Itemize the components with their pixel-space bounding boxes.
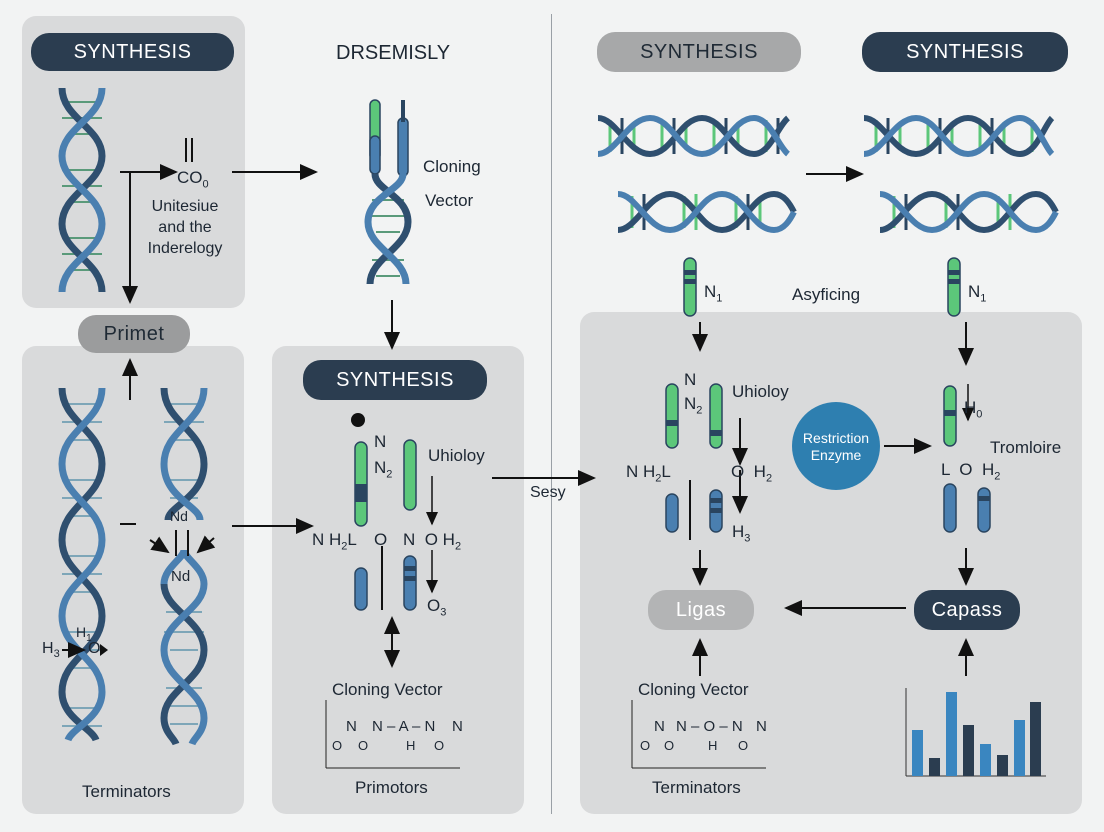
synthesis-pill-center: SYNTHESIS (303, 360, 487, 400)
h3-label: H3 (42, 640, 60, 661)
section-divider (551, 14, 552, 814)
chem-main-right: N – O – N (676, 718, 743, 735)
cleavage-marks (120, 523, 216, 556)
chem-main-left: N – A – N (372, 718, 436, 735)
terminators-left: Terminators (82, 782, 171, 801)
cloning-label: Cloning (423, 157, 481, 176)
dna-helix-bottom-left-b (160, 387, 208, 746)
cloning-vector-right: Cloning Vector (638, 680, 749, 699)
o-label-left: O (88, 640, 101, 657)
dna-helix-right-a1 (597, 114, 791, 158)
n1-right-a: N1 (704, 282, 723, 305)
h0-right: H0 (964, 398, 983, 421)
uhioloy-right: Uhioloy (732, 382, 789, 401)
restriction-enzyme-circle (792, 402, 880, 490)
dna-helix-right-a2 (617, 190, 797, 234)
right-strands-b (943, 384, 991, 533)
center-strands (351, 413, 438, 611)
chem-n-right-b: N (756, 718, 767, 735)
o-h2-right: O H2 (731, 462, 773, 485)
primotors-label: Primotors (355, 778, 428, 797)
tromloire-label: Tromloire (990, 438, 1062, 457)
nh2l-right: N H2L (626, 462, 671, 485)
synthesis-pill-top-left: SYNTHESIS (31, 33, 234, 71)
asyficing-label: Asyficing (792, 285, 861, 304)
n1-right-b: N1 (968, 282, 987, 305)
synthesis-pill-right-a: SYNTHESIS (597, 32, 801, 72)
n2-label-right: N2 (684, 394, 703, 417)
synthesis-pill-right-b: SYNTHESIS (862, 32, 1068, 72)
o3-center: O3 (427, 596, 447, 619)
restriction-enzyme-label: Restriction Enzyme (802, 430, 870, 463)
chem-n-left-b: N (452, 718, 463, 735)
chem-o1-right: O (640, 738, 651, 753)
cloning-vector-helix (364, 99, 412, 285)
cloning-vector-left: Cloning Vector (332, 680, 443, 699)
chem-n-right-a: N (654, 718, 665, 735)
h3-right: H3 (732, 522, 751, 545)
right-panel (580, 312, 1082, 814)
n-label-right: N (684, 370, 697, 389)
dna-helix-bottom-left-a (58, 387, 106, 742)
chem-o1-left: O (332, 738, 343, 753)
uhioloy-center: Uhioloy (428, 446, 485, 465)
chem-h-right: H (708, 738, 718, 753)
l-o-h2-right: L O H2 (941, 460, 1001, 483)
terminators-right: Terminators (652, 778, 741, 797)
o-center: O (374, 530, 388, 549)
mini-plot-right (631, 700, 766, 769)
sesy-label: Sesy (530, 484, 566, 501)
chem-o3-right: O (738, 738, 749, 753)
nh2l-center: N H2L (312, 530, 357, 553)
n2-label-center: N2 (374, 458, 393, 481)
right-strands-a (665, 383, 723, 540)
mini-bar-chart (905, 688, 1046, 777)
dna-helix-right-b2 (879, 190, 1059, 234)
h1-label: H1 (76, 624, 92, 644)
mini-plot-left (325, 700, 460, 769)
capass-pill: Capass (914, 590, 1020, 630)
nd-label-bottom: Nd (171, 568, 191, 585)
chem-n-left-a: N (346, 718, 357, 735)
drsemisly-title: DRSEMISLY (336, 42, 451, 64)
n-label-center: N (374, 432, 387, 451)
ligas-pill: Ligas (648, 590, 754, 630)
chem-h-left: H (406, 738, 416, 753)
nd-label-top: Nd (170, 508, 188, 524)
n-oh2-center: N O H2 (403, 530, 462, 553)
dna-helix-right-b1 (863, 114, 1055, 158)
co-formula: CO0 (177, 168, 209, 191)
chem-o2-right: O (664, 738, 675, 753)
primet-pill: Primet (78, 315, 190, 353)
caption-unitesiue: Unitesiue and the Inderelogy (147, 198, 223, 257)
chem-o3-left: O (434, 738, 445, 753)
vector-label: Vector (425, 191, 474, 210)
dna-helix-top-left (58, 87, 106, 293)
chem-o2-left: O (358, 738, 369, 753)
center-panel (272, 346, 524, 814)
